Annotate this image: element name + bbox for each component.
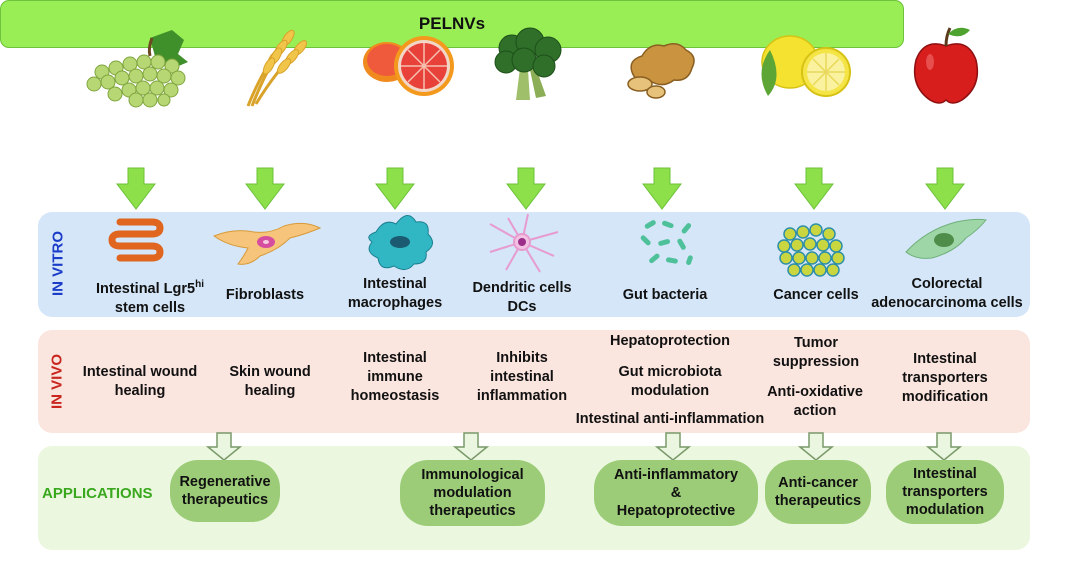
in-vivo-hepatoprotection: Hepatoprotection — [609, 333, 731, 349]
cancer-cells-icon — [777, 223, 845, 277]
app-anti-inflammatory-hepatoprotective: Anti-inflammatory&Hepatoprotective — [594, 460, 758, 526]
in-vitro-item-dendritic-cells: Dendritic cells DCs — [472, 280, 572, 315]
dendritic-cell-icon — [489, 213, 559, 273]
grapefruit-icon — [363, 36, 454, 96]
broccoli-icon — [494, 27, 562, 100]
apple-icon — [913, 27, 979, 104]
in-vitro-band — [38, 212, 1030, 317]
lemon-icon — [761, 35, 851, 97]
wheat-icon — [246, 29, 308, 107]
in-vitro-item-cancer-cells: Cancer cells — [773, 287, 859, 303]
in-vitro-label: IN VITRO — [49, 231, 67, 297]
in-vivo-band — [38, 330, 1030, 433]
grape-icon — [86, 30, 188, 108]
application-arrows — [205, 432, 963, 461]
in-vitro-item-fibroblasts: Fibroblasts — [225, 287, 305, 303]
intestinal-stem-cell-icon — [108, 218, 164, 262]
macrophage-icon — [368, 215, 433, 270]
gut-bacteria-icon — [640, 220, 693, 266]
ginger-icon — [627, 43, 695, 99]
in-vivo-intestinal-anti-inflammation: Intestinal anti-inflammation — [575, 411, 765, 427]
fibroblast-icon — [212, 222, 322, 265]
superscript-hi: hi — [195, 279, 204, 290]
in-vivo-label: IN VIVO — [48, 354, 66, 410]
pelnvs-label: PELNVs — [418, 14, 486, 33]
in-vitro-item-adenocarcinoma: Colorectal adenocarcinoma cells — [871, 276, 1023, 311]
in-vitro-item-stem-cells: Intestinal Lgr5hi stem cells — [96, 279, 204, 316]
in-vitro-item-macrophages: Intestinal macrophages — [347, 276, 443, 311]
in-vitro-item-gut-bacteria: Gut bacteria — [622, 287, 708, 303]
adenocarcinoma-cell-icon — [905, 218, 987, 259]
applications-label: APPLICATIONS — [42, 485, 153, 502]
pelnv-arrows — [115, 167, 966, 210]
